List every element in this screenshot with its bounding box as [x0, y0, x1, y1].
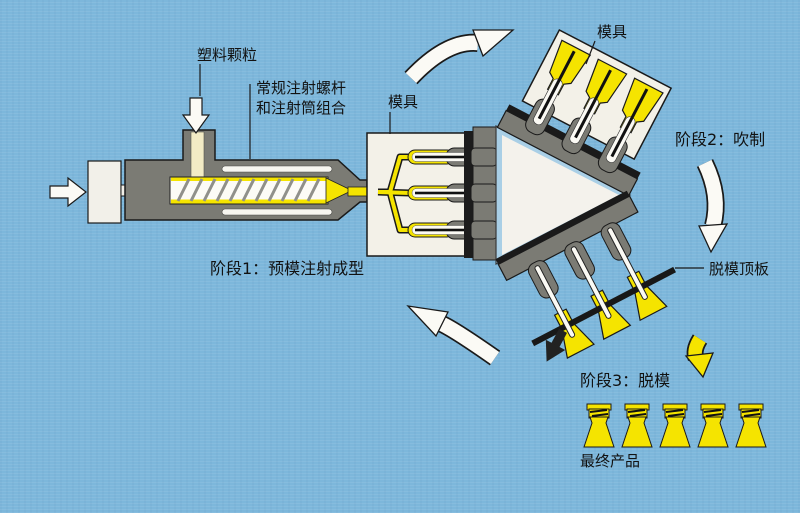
barrel-slot-bottom [221, 208, 333, 216]
product-drop-arrow-icon [684, 334, 715, 379]
piston-block [87, 160, 122, 224]
turret-triangle [502, 135, 619, 255]
final-bottle [697, 403, 729, 448]
label-final-product: 最终产品 [580, 452, 641, 470]
blown-bottle [525, 39, 592, 136]
label-screw-barrel-line1: 常规注射螺杆 [256, 79, 347, 97]
label-screw-barrel-line2: 和注射筒组合 [256, 98, 347, 117]
label-ejector-plate: 脱模顶板 [709, 260, 770, 278]
flow-arrow-right [696, 159, 729, 254]
label-screw-barrel: 常规注射螺杆 和注射筒组合 [256, 79, 346, 118]
flow-arrow-bottom [406, 305, 501, 366]
hopper-channel [190, 131, 205, 179]
ejection-station [495, 190, 676, 359]
final-bottle [583, 403, 615, 448]
injection-unit [49, 97, 383, 224]
turret-back-plate [464, 131, 473, 258]
feed-arrow-icon [49, 176, 87, 208]
blown-bottle [561, 58, 628, 155]
final-bottle [659, 403, 691, 448]
final-bottle [621, 403, 653, 448]
hopper-arrow-icon [181, 97, 211, 135]
label-stage3: 阶段3：脱模 [580, 371, 671, 390]
label-plastic-granules: 塑料颗粒 [197, 46, 258, 64]
core-rod [534, 265, 576, 338]
label-stage1: 阶段1：预模注射成型 [210, 259, 365, 278]
drop-arrow-icon [545, 328, 568, 362]
core-rod [607, 227, 648, 300]
label-blow-mold: 模具 [597, 23, 628, 41]
blow-mold-station [496, 28, 673, 197]
blown-bottle [597, 77, 664, 174]
flow-arrow-top [404, 29, 515, 85]
turret [464, 125, 632, 265]
final-products [583, 403, 767, 448]
injection-screw [169, 176, 383, 205]
melt-runner [377, 153, 411, 234]
label-stage2: 阶段2：吹制 [675, 130, 766, 149]
core-rod [570, 246, 612, 319]
leader-lines [199, 40, 704, 269]
label-injection-mold: 模具 [388, 93, 419, 111]
barrel-slot-top [221, 165, 333, 173]
injection-mold-station [366, 132, 496, 257]
final-bottle [735, 403, 767, 448]
injection-barrel [124, 129, 368, 221]
